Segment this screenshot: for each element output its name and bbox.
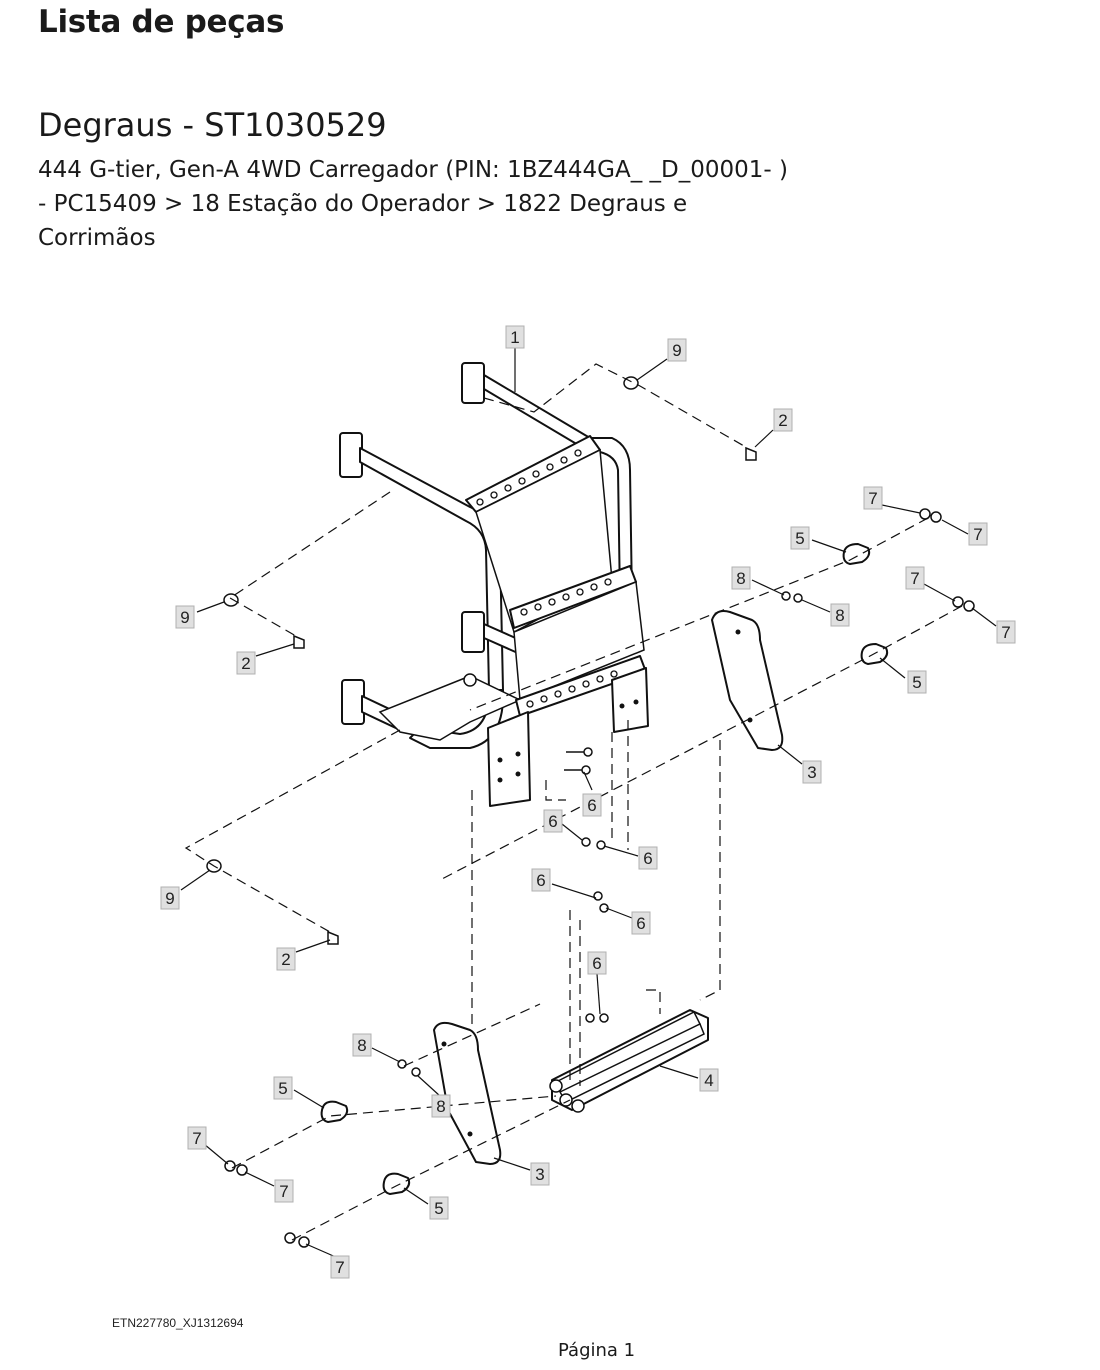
side-stringer-upper <box>711 610 784 751</box>
subtitle-line-3: Corrimãos <box>38 225 156 251</box>
plate-lower-2 <box>382 1172 411 1195</box>
callout-label: 7 <box>187 1126 207 1150</box>
svg-text:5: 5 <box>434 1199 443 1218</box>
svg-text:4: 4 <box>704 1071 713 1090</box>
callout-label: 6 <box>582 793 602 817</box>
svg-text:9: 9 <box>672 341 681 360</box>
subtitle-line-1: 444 G-tier, Gen-A 4WD Carregador (PIN: 1… <box>38 157 788 183</box>
parts-exploded-diagram: 1 9 2 7 7 5 8 8 7 7 5 3 9 2 6 6 6 9 2 6 … <box>160 325 1016 1279</box>
svg-text:5: 5 <box>795 529 804 548</box>
callout-label: 5 <box>790 526 810 550</box>
side-stringer-lower <box>433 1021 502 1165</box>
document-title: Degraus - ST1030529 <box>38 106 387 144</box>
svg-text:9: 9 <box>165 889 174 908</box>
callout-label: 4 <box>699 1068 719 1092</box>
callout-label: 7 <box>330 1255 350 1279</box>
page-heading: Lista de peças <box>38 4 285 40</box>
svg-text:7: 7 <box>910 569 919 588</box>
svg-text:3: 3 <box>535 1165 544 1184</box>
svg-text:6: 6 <box>548 812 557 831</box>
svg-text:9: 9 <box>180 608 189 627</box>
svg-text:2: 2 <box>778 411 787 430</box>
plate-upper-1 <box>842 543 871 565</box>
callout-label: 6 <box>631 911 651 935</box>
svg-text:8: 8 <box>357 1036 366 1055</box>
callout-label: 5 <box>273 1076 293 1100</box>
callout-label: 7 <box>968 522 988 546</box>
callout-label: 8 <box>830 603 850 627</box>
figure-id: ETN227780_XJ1312694 <box>112 1316 244 1330</box>
svg-text:5: 5 <box>278 1079 287 1098</box>
callout-label: 3 <box>530 1162 550 1186</box>
callout-label: 7 <box>905 566 925 590</box>
document-subtitle: 444 G-tier, Gen-A 4WD Carregador (PIN: 1… <box>38 153 838 255</box>
callout-label: 9 <box>160 886 180 910</box>
callout-label: 5 <box>429 1196 449 1220</box>
svg-text:3: 3 <box>807 763 816 782</box>
plate-lower-1 <box>320 1100 349 1123</box>
hardware <box>206 376 975 1248</box>
svg-text:7: 7 <box>192 1129 201 1148</box>
svg-text:2: 2 <box>241 654 250 673</box>
svg-text:5: 5 <box>912 673 921 692</box>
callout-label: 8 <box>352 1033 372 1057</box>
svg-text:6: 6 <box>592 954 601 973</box>
callout-label: 2 <box>276 947 296 971</box>
svg-text:7: 7 <box>1001 623 1010 642</box>
callout-label: 6 <box>531 868 551 892</box>
svg-text:7: 7 <box>868 489 877 508</box>
svg-text:8: 8 <box>436 1097 445 1116</box>
handrail-frame <box>339 362 649 807</box>
callout-label: 6 <box>587 951 607 975</box>
callout-label: 6 <box>543 809 563 833</box>
svg-text:8: 8 <box>835 606 844 625</box>
svg-text:7: 7 <box>335 1258 344 1277</box>
svg-text:8: 8 <box>736 569 745 588</box>
callout-label: 7 <box>274 1179 294 1203</box>
svg-text:6: 6 <box>643 849 652 868</box>
callout-label: 3 <box>802 760 822 784</box>
callout-labels: 1 9 2 7 7 5 8 8 7 7 5 3 9 2 6 6 6 9 2 6 … <box>160 325 1016 1279</box>
callout-label: 1 <box>505 325 525 349</box>
callout-label: 6 <box>638 846 658 870</box>
callout-label: 9 <box>175 605 195 629</box>
svg-text:6: 6 <box>587 796 596 815</box>
page-number: Página 1 <box>558 1340 636 1361</box>
callout-label: 2 <box>236 651 256 675</box>
callout-label: 8 <box>731 566 751 590</box>
svg-text:6: 6 <box>636 914 645 933</box>
callout-label: 5 <box>907 670 927 694</box>
leader-lines <box>180 348 997 1259</box>
callout-label: 9 <box>667 338 687 362</box>
callout-label: 2 <box>773 408 793 432</box>
svg-text:2: 2 <box>281 950 290 969</box>
svg-text:6: 6 <box>536 871 545 890</box>
svg-text:1: 1 <box>510 328 519 347</box>
bottom-step <box>549 1009 709 1113</box>
callout-label: 7 <box>996 620 1016 644</box>
subtitle-line-2: - PC15409 > 18 Estação do Operador > 182… <box>38 191 688 217</box>
callout-label: 7 <box>863 486 883 510</box>
assembly-lines <box>184 363 963 1241</box>
svg-text:7: 7 <box>973 525 982 544</box>
callout-label: 8 <box>431 1094 451 1118</box>
svg-text:7: 7 <box>279 1182 288 1201</box>
